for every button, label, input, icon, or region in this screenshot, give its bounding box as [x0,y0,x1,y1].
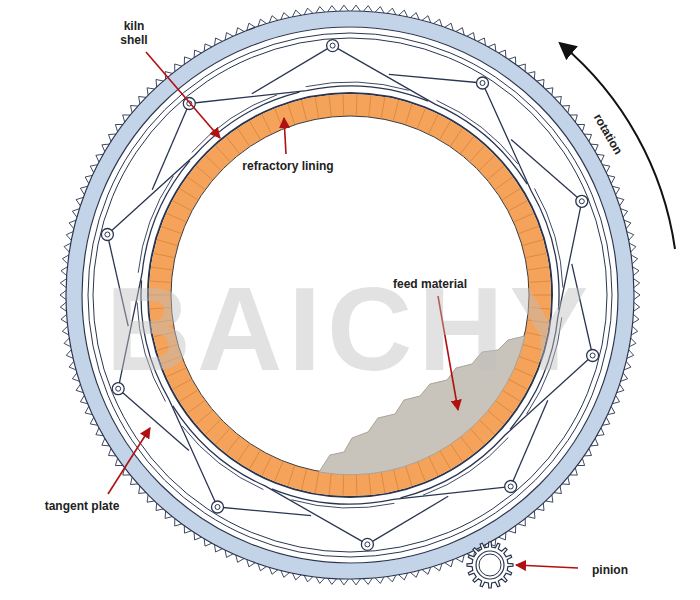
pinion-shaft [479,554,501,576]
gear-inner-edge [82,27,618,563]
pinion-teeth [467,542,513,588]
hinge-pin-center [508,484,513,489]
hinge-pin-center [579,199,584,204]
tangent-plate [252,46,333,94]
leader-line [516,565,578,568]
part-label: kiln shell [112,19,156,48]
hinge-pin-center [480,81,485,86]
spring-ring [88,33,612,557]
hinge-pin [101,229,113,241]
watermark: BAICHY [106,259,594,401]
part-label: pinion [580,563,640,577]
hinge-pin-center [365,542,370,547]
hinge-pin [477,77,489,89]
hinge-pin-center [330,43,335,48]
tangent-plate [511,400,548,486]
tangent-plate [367,496,448,544]
tangent-plates [101,40,598,551]
leader-line [146,52,220,138]
hinge-pin [327,40,339,52]
hinge-pin-center [105,232,110,237]
pinion-hub [476,551,504,579]
part-label: tangent plate [27,499,137,513]
girth-gear-ring [74,19,626,571]
leader-line [284,118,286,154]
tangent-plate [389,74,483,83]
tangent-plate [218,507,312,516]
gear-outer-edge [66,11,634,579]
gear-tooth [60,5,640,585]
tangent-plate-edge [291,500,394,508]
hinge-pin [505,481,517,493]
part-label: feed material [375,277,485,291]
hinge-pin [212,501,224,513]
part-label: refractory lining [218,159,358,173]
tangent-plate-edge [306,82,409,90]
gear-teeth [60,5,640,585]
spring-ring-inner [93,38,607,552]
hinge-pin [361,538,373,550]
tangent-plate [152,104,189,190]
pinion-gear [467,542,513,588]
leader-line [108,428,150,494]
hinge-pin-center [215,505,220,510]
rotation-arrow [561,44,675,249]
hinge-pin [576,195,588,207]
